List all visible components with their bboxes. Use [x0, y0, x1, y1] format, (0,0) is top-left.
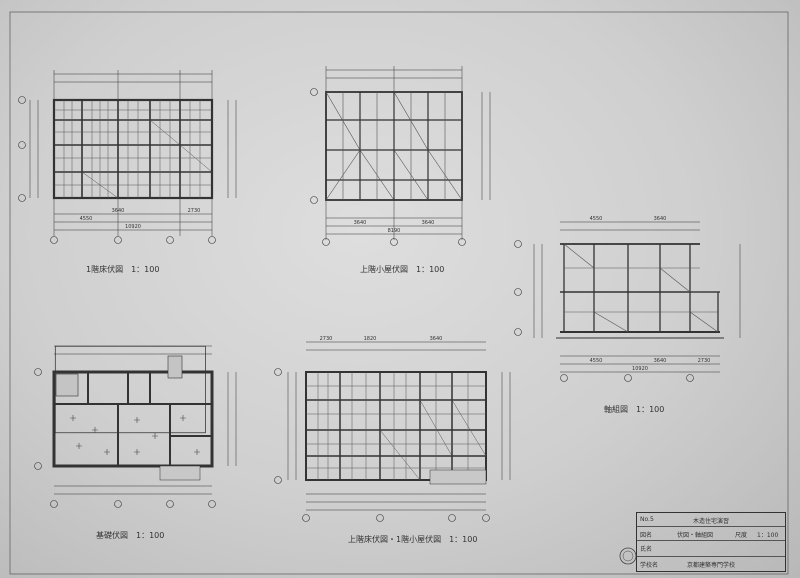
title-no: No.5 — [640, 516, 654, 523]
school-key: 学校名 — [640, 562, 659, 569]
caption-elevation: 軸組図 1：100 — [604, 405, 665, 414]
drawing-name: 伏図・軸組図 — [677, 532, 714, 539]
caption-first-floor: 1階床伏図 1：100 — [86, 265, 160, 274]
dim-up-a: 2730 — [320, 336, 333, 342]
dimension-labels: 3640 2730 4550 10920 3640 3640 8190 4550… — [80, 208, 711, 372]
dim-rf-a: 3640 — [354, 220, 367, 226]
upper-floor-framing-plan — [274, 341, 511, 522]
dim-ff-c: 2730 — [188, 208, 201, 214]
drawing-name-key: 図名 — [640, 532, 653, 539]
sheet-border — [9, 11, 789, 575]
dim-el-c: 2730 — [698, 358, 711, 364]
scale-key: 尺度 — [735, 532, 748, 539]
caption-roof-framing: 上階小屋伏図 1：100 — [360, 265, 445, 274]
title-block: No.5 木造住宅演習 図名 伏図・軸組図 尺度 1：100 氏名 学校名 京都… — [636, 512, 786, 572]
school-name: 京都建築専門学校 — [687, 562, 736, 569]
dim-ff-b: 3640 — [112, 208, 125, 214]
foundation-plan — [34, 345, 237, 508]
dim-el-total: 10920 — [632, 366, 648, 372]
framing-elevation — [514, 221, 741, 382]
dim-el-a2: 4550 — [590, 358, 603, 364]
title-project: 木造住宅演習 — [693, 518, 730, 525]
roof-framing-plan — [310, 66, 491, 246]
dim-el-a: 4550 — [590, 216, 603, 222]
dim-ff-a: 4550 — [80, 216, 93, 222]
scale-value: 1：100 — [757, 532, 779, 539]
first-floor-framing-plan — [18, 70, 237, 244]
dim-el-b: 3640 — [654, 216, 667, 222]
seal-stamp — [619, 547, 637, 565]
caption-foundation: 基礎伏図 1：100 — [96, 531, 165, 540]
dim-el-b2: 3640 — [654, 358, 667, 364]
dim-up-b: 1820 — [364, 336, 377, 342]
name-key: 氏名 — [640, 546, 653, 553]
caption-upper-floor: 上階床伏図・1階小屋伏図 1：100 — [348, 535, 478, 544]
dim-up-c: 3640 — [430, 336, 443, 342]
dim-rf-total: 8190 — [388, 228, 401, 234]
dim-rf-b: 3640 — [422, 220, 435, 226]
dim-ff-total: 10920 — [125, 224, 141, 230]
